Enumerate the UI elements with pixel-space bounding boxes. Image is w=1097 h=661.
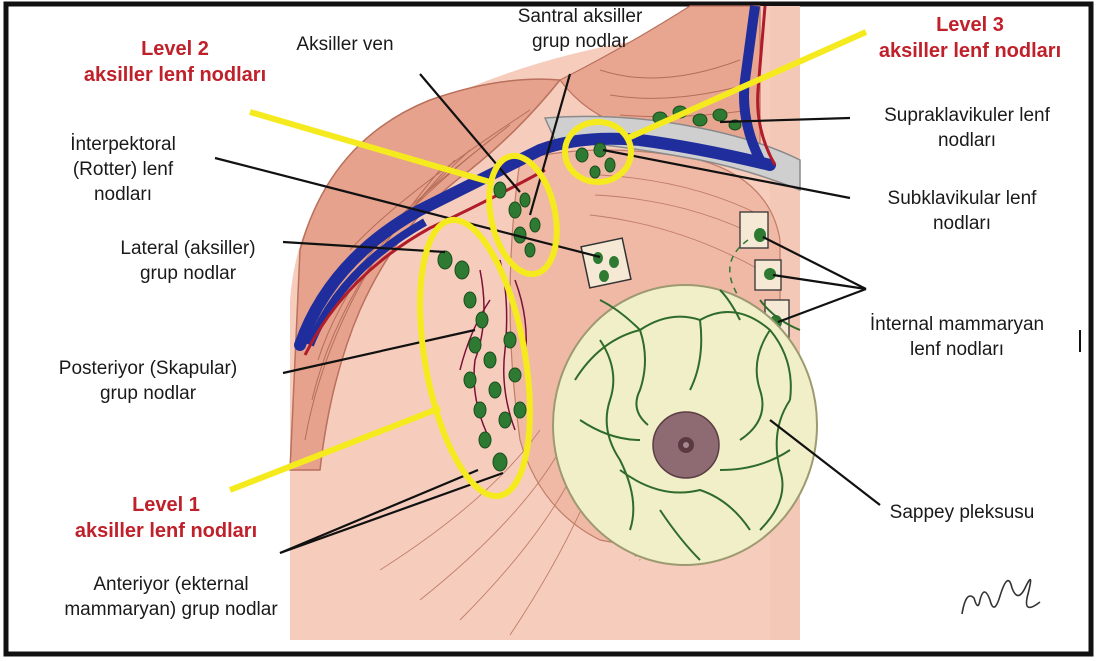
label-posteriyor: Posteriyor (Skapular) grup nodlar	[18, 356, 278, 406]
aksiller-ven-text: Aksiller ven	[270, 32, 420, 57]
interpektoral-line1: İnterpektoral	[48, 132, 198, 157]
internal-mammaryan-line2: lenf nodları	[832, 337, 1082, 362]
level3-subtitle: aksiller lenf nodları	[855, 38, 1085, 64]
label-anteriyor: Anteriyor (ekternal mammaryan) grup nodl…	[16, 572, 326, 622]
nipple-center	[683, 442, 689, 448]
lateral-line2: grup nodlar	[88, 261, 288, 286]
label-level1: Level 1 aksiller lenf nodları	[56, 492, 276, 544]
lateral-line1: Lateral (aksiller)	[88, 236, 288, 261]
label-internal-mammaryan: İnternal mammaryan lenf nodları	[832, 312, 1082, 362]
anteriyor-line2: mammaryan) grup nodlar	[16, 597, 326, 622]
level2-subtitle: aksiller lenf nodları	[70, 62, 280, 88]
label-supraklavikuler: Supraklavikuler lenf nodları	[852, 103, 1082, 153]
sappey-text: Sappey pleksusu	[862, 500, 1062, 525]
level1-subtitle: aksiller lenf nodları	[56, 518, 276, 544]
supraklavikuler-line1: Supraklavikuler lenf	[852, 103, 1082, 128]
label-aksiller-ven: Aksiller ven	[270, 32, 420, 57]
label-interpektoral: İnterpektoral (Rotter) lenf nodları	[48, 132, 198, 207]
label-subklavikular: Subklavikular lenf nodları	[852, 186, 1072, 236]
label-level2: Level 2 aksiller lenf nodları	[70, 36, 280, 88]
posteriyor-line1: Posteriyor (Skapular)	[18, 356, 278, 381]
subklavikular-line1: Subklavikular lenf	[852, 186, 1072, 211]
interpektoral-line2: (Rotter) lenf	[48, 157, 198, 182]
internal-mammaryan-line1: İnternal mammaryan	[832, 312, 1082, 337]
interpektoral-line3: nodları	[48, 182, 198, 207]
label-sappey: Sappey pleksusu	[862, 500, 1062, 525]
supraklavikuler-line2: nodları	[852, 128, 1082, 153]
santral-line1: Santral aksiller	[490, 4, 670, 29]
santral-line2: grup nodlar	[490, 29, 670, 54]
anteriyor-line1: Anteriyor (ekternal	[16, 572, 326, 597]
level2-title: Level 2	[70, 36, 280, 62]
label-lateral: Lateral (aksiller) grup nodlar	[88, 236, 288, 286]
level3-title: Level 3	[855, 12, 1085, 38]
level1-title: Level 1	[56, 492, 276, 518]
subklavikular-line2: nodları	[852, 211, 1072, 236]
posteriyor-line2: grup nodlar	[18, 381, 278, 406]
label-level3: Level 3 aksiller lenf nodları	[855, 12, 1085, 64]
label-santral: Santral aksiller grup nodlar	[490, 4, 670, 54]
